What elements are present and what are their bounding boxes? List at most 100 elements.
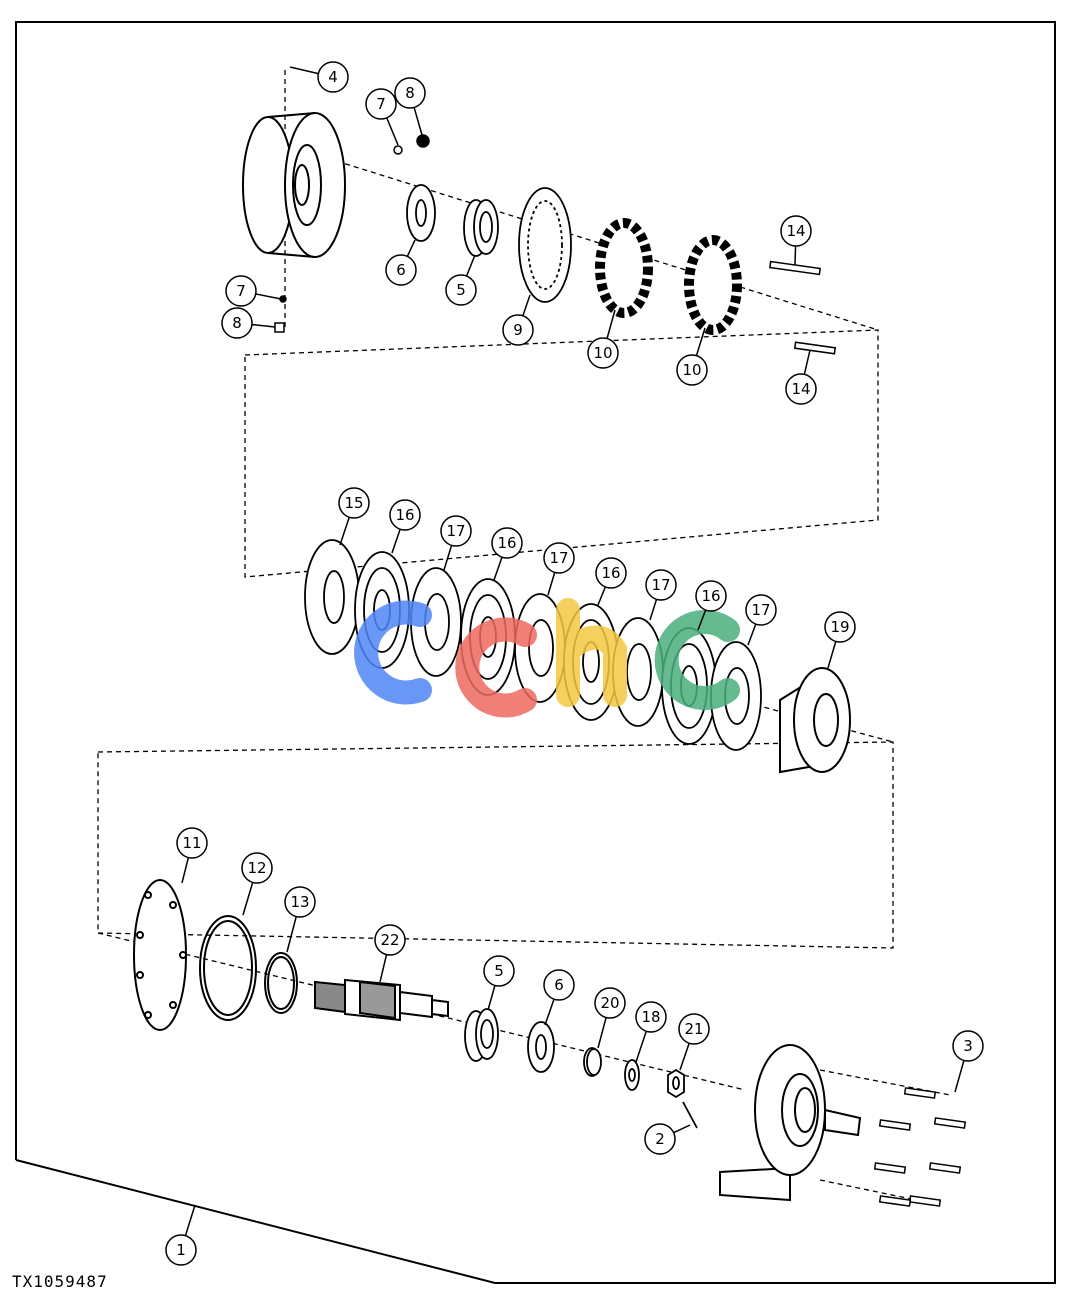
callout-circle	[780, 215, 812, 247]
callout-leader	[339, 516, 350, 546]
callout-label: 8	[232, 314, 242, 332]
callout-label: 7	[376, 95, 386, 113]
callout-5: 5	[483, 955, 515, 1011]
callout-circle	[644, 1123, 676, 1155]
callout-7: 7	[365, 88, 399, 146]
callout-circle	[491, 527, 523, 559]
callout-label: 17	[549, 549, 568, 567]
callout-leader	[597, 586, 607, 606]
callout-circle	[221, 307, 253, 339]
callout-leader	[747, 623, 757, 646]
callout-label: 6	[554, 976, 564, 994]
callout-circle	[374, 924, 406, 956]
callout-leader	[379, 954, 388, 983]
base-housing	[719, 1044, 862, 1202]
callout-label: 16	[701, 587, 720, 605]
callout-leader	[544, 998, 555, 1026]
thrust-bearing-9	[518, 187, 572, 303]
callout-label: 17	[751, 601, 770, 619]
callout-label: 10	[593, 344, 612, 362]
callout-6: 6	[385, 239, 417, 286]
washer-6-top	[406, 184, 436, 242]
callout-leader	[794, 245, 797, 266]
callout-leader	[487, 985, 496, 1011]
callout-leader	[443, 545, 453, 571]
callout-label: 15	[344, 494, 363, 512]
callout-4: 4	[289, 61, 349, 93]
callout-9: 9	[502, 294, 534, 346]
callout-leader	[406, 239, 416, 257]
callout-label: 21	[684, 1020, 703, 1038]
callout-label: 1	[176, 1241, 186, 1259]
callout-17: 17	[440, 515, 472, 571]
o-ring-12	[199, 915, 257, 1021]
callout-12: 12	[241, 852, 273, 916]
callout-circle	[445, 274, 477, 306]
callout-circle	[595, 557, 627, 589]
callout-leader	[547, 572, 556, 596]
callout-circle	[645, 569, 677, 601]
callout-label: 14	[791, 380, 810, 398]
callout-circle	[587, 337, 619, 369]
callout-circle	[695, 580, 727, 612]
callout-7: 7	[225, 275, 282, 307]
spring-pack-10-a	[595, 218, 653, 318]
callout-15: 15	[338, 487, 370, 546]
plug-and-seal-top	[393, 134, 430, 155]
callout-circle	[594, 987, 626, 1019]
callout-label: 13	[290, 893, 309, 911]
callout-leader	[413, 107, 423, 136]
figure-id: TX1059487	[12, 1272, 108, 1291]
callout-leader	[386, 117, 399, 146]
spring-pack-10-b	[684, 235, 742, 335]
housing-cover	[242, 112, 346, 258]
callout-leader	[679, 1042, 690, 1071]
callout-label: 5	[494, 962, 504, 980]
callout-19: 19	[824, 611, 856, 669]
bearing-5-bottom	[464, 1008, 499, 1062]
callout-label: 8	[405, 84, 415, 102]
callout-leader	[289, 66, 319, 75]
callout-circle	[338, 487, 370, 519]
callout-label: 16	[395, 506, 414, 524]
callout-leader	[827, 641, 837, 669]
callout-leader	[465, 254, 476, 277]
callout-circle	[676, 354, 708, 386]
callout-label: 11	[182, 834, 201, 852]
callout-circle	[745, 594, 777, 626]
callout-label: 16	[497, 534, 516, 552]
plug-and-seal-bottom	[274, 295, 287, 333]
callout-circle	[824, 611, 856, 643]
piston-19	[779, 667, 851, 774]
callout-11: 11	[176, 827, 208, 884]
callout-label: 17	[651, 576, 670, 594]
callout-label: 6	[396, 261, 406, 279]
nut-21	[667, 1068, 685, 1099]
capscrews-3	[873, 1087, 967, 1207]
callout-label: 20	[600, 994, 619, 1012]
callout-16: 16	[491, 527, 523, 581]
callout-16: 16	[695, 580, 727, 631]
callout-leader	[954, 1060, 965, 1093]
callout-label: 4	[328, 68, 338, 86]
callout-leader	[242, 882, 254, 916]
callout-17: 17	[745, 594, 777, 646]
callout-leader	[251, 323, 276, 328]
washer-6-bottom	[527, 1021, 555, 1073]
callout-label: 2	[655, 1130, 665, 1148]
callout-10: 10	[676, 327, 708, 386]
callout-circle	[165, 1234, 197, 1266]
callout-label: 19	[830, 618, 849, 636]
callout-leader	[255, 293, 282, 300]
callout-label: 16	[601, 564, 620, 582]
callout-leader	[286, 916, 297, 953]
callout-leader	[606, 309, 616, 339]
callout-14: 14	[780, 215, 812, 266]
callout-circle	[502, 314, 534, 346]
callout-label: 14	[786, 222, 805, 240]
callout-label: 9	[513, 321, 523, 339]
bearing-5-top	[463, 199, 499, 257]
callout-circle	[389, 499, 421, 531]
callout-circle	[176, 827, 208, 859]
